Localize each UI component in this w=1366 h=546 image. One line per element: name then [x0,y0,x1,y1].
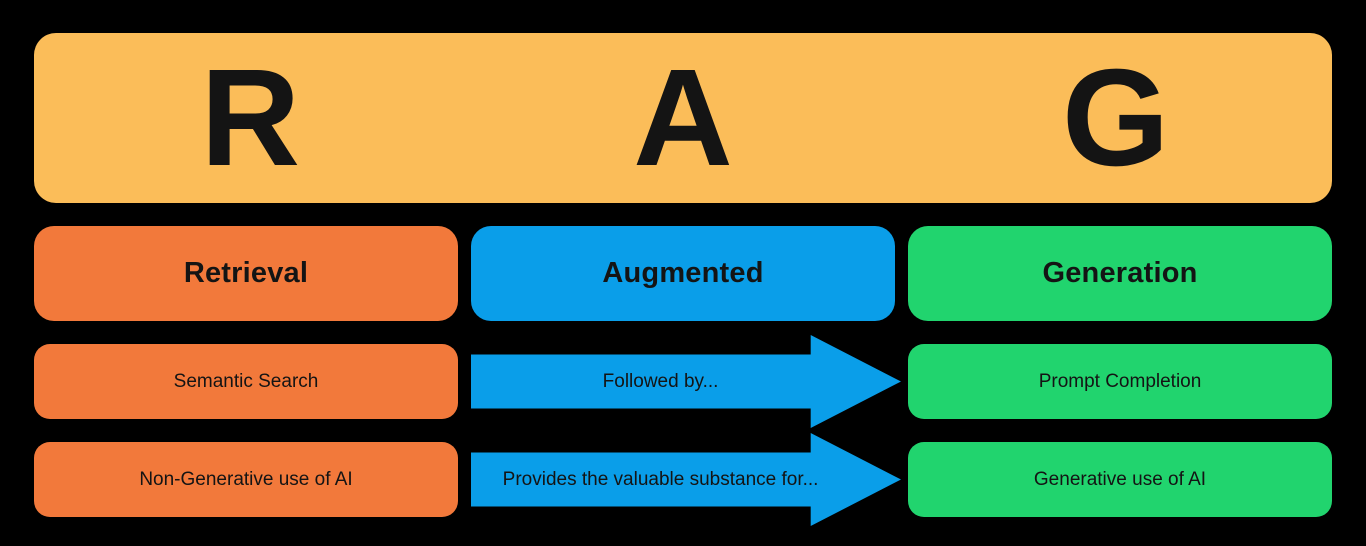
augmented-header: Augmented [471,226,895,321]
generation-item-prompt-completion: Prompt Completion [908,344,1332,419]
retrieval-item-non-generative-ai: Non-Generative use of AI [34,442,458,517]
augmented-arrow-cell-1: Followed by... [471,335,901,428]
rag-banner: R A G [34,33,1332,203]
right-arrow-provides-substance: Provides the valuable substance for... [471,433,901,526]
generation-header: Generation [908,226,1332,321]
banner-letter-r: R [200,41,301,195]
banner-letter-a: A [633,41,733,195]
retrieval-header: Retrieval [34,226,458,321]
retrieval-item-semantic-search: Semantic Search [34,344,458,419]
augmented-arrow-cell-2: Provides the valuable substance for... [471,433,901,526]
banner-letter-g: G [1061,41,1170,195]
right-arrow-followed-by: Followed by... [471,335,901,428]
generation-item-generative-ai: Generative use of AI [908,442,1332,517]
